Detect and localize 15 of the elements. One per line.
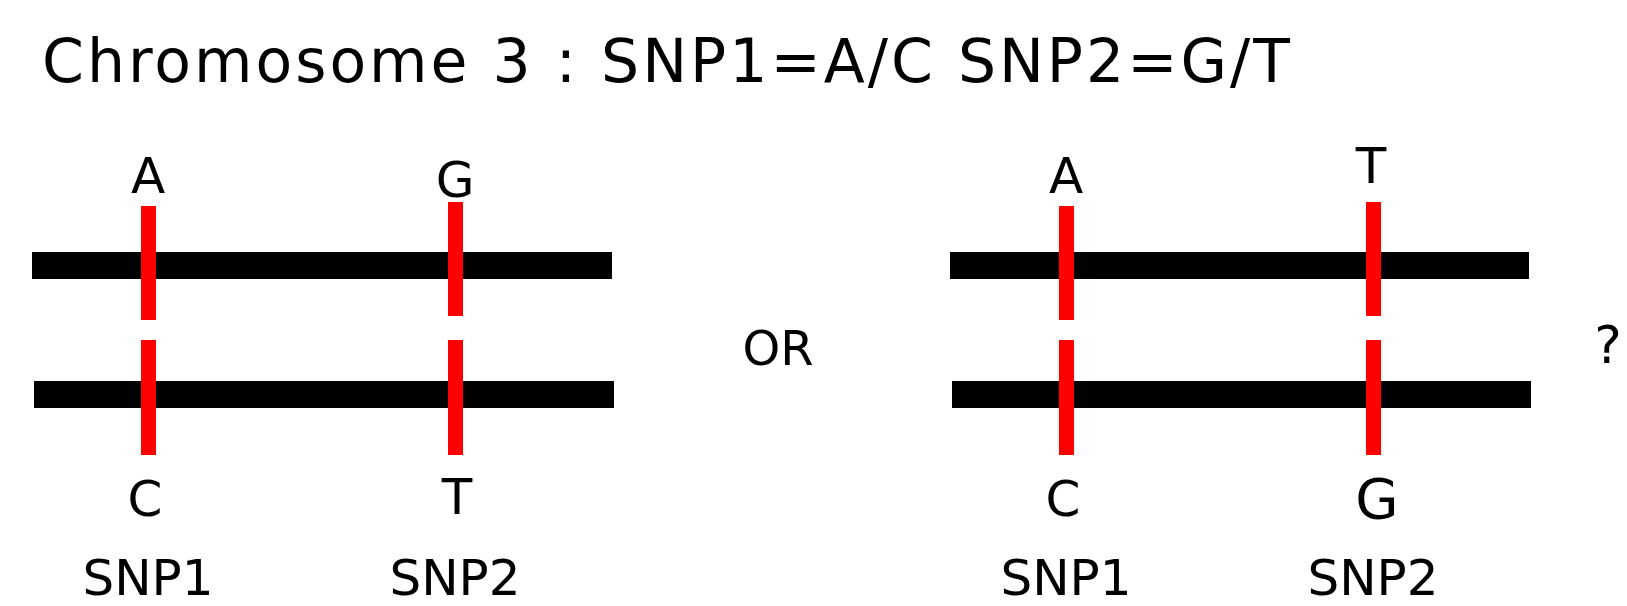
label: G [1355, 468, 1399, 530]
label: SNP1 [82, 550, 214, 606]
label: SNP2 [1307, 550, 1439, 606]
label: A [130, 148, 166, 204]
label: A [1048, 148, 1084, 204]
label: SNP1 [1000, 550, 1132, 606]
label: SNP2 [389, 550, 521, 606]
label: T [1355, 138, 1387, 194]
label: T [441, 469, 473, 525]
label: G [435, 152, 475, 208]
title: Chromosome 3 : SNP1=A/C SNP2=G/T [42, 28, 1293, 94]
label: OR [742, 321, 814, 375]
label: C [1045, 471, 1081, 527]
label: C [127, 471, 163, 527]
label: ? [1594, 317, 1622, 375]
